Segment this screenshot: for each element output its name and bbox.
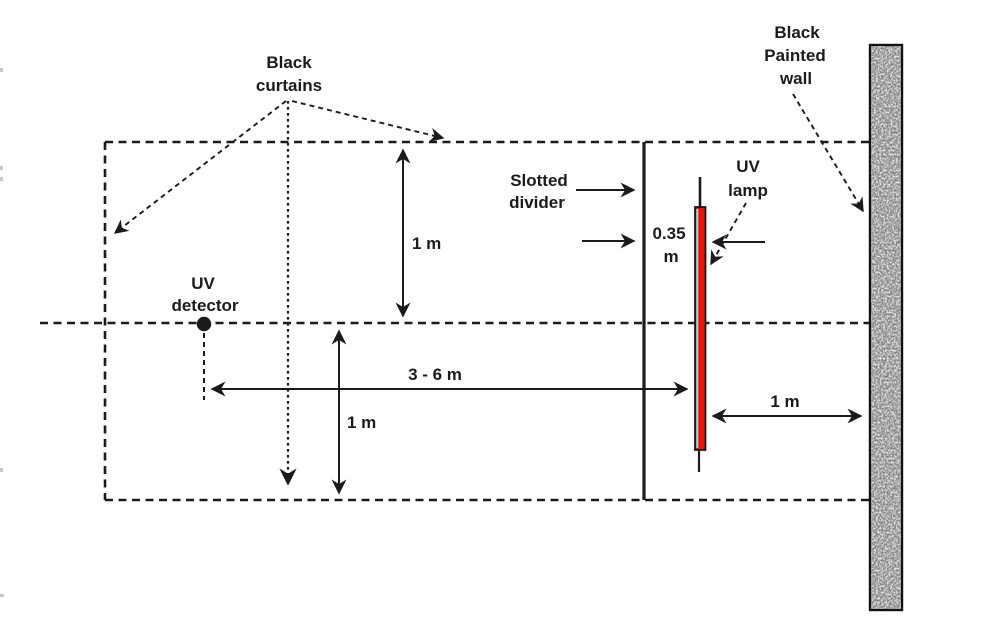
uv-detector: UV detector (171, 274, 239, 400)
uv-lamp-tube-highlight (696, 209, 699, 448)
dimension-1m-top-value: 1 m (412, 234, 441, 253)
dimension-1m-lamp-wall-value: 1 m (770, 392, 799, 411)
curtains-arrow-left-icon (113, 100, 287, 234)
black-painted-wall-label-line3: wall (779, 69, 812, 88)
uv-lamp: UV lamp (694, 157, 768, 472)
black-painted-wall-label-line1: Black (774, 23, 820, 42)
dimension-3-6m: 3 - 6 m (210, 365, 689, 397)
slotted-divider-label-line1: Slotted (510, 171, 568, 190)
edge-artifact (0, 166, 3, 170)
uv-lamp-tube (694, 206, 707, 451)
dimension-1m-bottom-value: 1 m (347, 413, 376, 432)
edge-artifact (0, 177, 3, 181)
slotted-divider-label-line2: divider (509, 193, 565, 212)
dimension-0-35m-value: 0.35 (652, 224, 685, 243)
dimension-0-35m: 0.35 m (582, 224, 765, 266)
uv-lamp-pointer-arrow-icon (710, 202, 747, 266)
dimension-1m-bottom: 1 m (331, 329, 376, 495)
edge-artifact (0, 594, 4, 597)
black-curtains-label-line1: Black (266, 53, 312, 72)
uv-detector-label-line1: UV (191, 274, 215, 293)
dimension-1m-lamp-wall: 1 m (711, 392, 863, 424)
black-painted-wall: Black Painted wall (764, 23, 904, 612)
dimension-1m-top: 1 m (395, 148, 441, 318)
left-edge-scan-artifacts (0, 68, 4, 597)
uv-detector-dot (196, 316, 212, 332)
wall-pointer-arrow-icon (792, 93, 864, 213)
black-curtains-label-line2: curtains (256, 76, 322, 95)
uv-detector-label-line2: detector (171, 296, 238, 315)
dimension-3-6m-value: 3 - 6 m (408, 365, 462, 384)
edge-artifact (0, 468, 3, 472)
curtains-arrow-right-icon (291, 100, 445, 142)
uv-lamp-label-line2: lamp (728, 181, 768, 200)
slotted-divider: Slotted divider (509, 142, 646, 500)
edge-artifact (0, 68, 3, 72)
dimension-0-35m-unit: m (663, 247, 678, 266)
uv-lamp-label-line1: UV (736, 157, 760, 176)
wall-speckle-texture (871, 46, 901, 609)
black-painted-wall-label-line2: Painted (764, 46, 825, 65)
black-curtains-callout: Black curtains (113, 53, 445, 486)
